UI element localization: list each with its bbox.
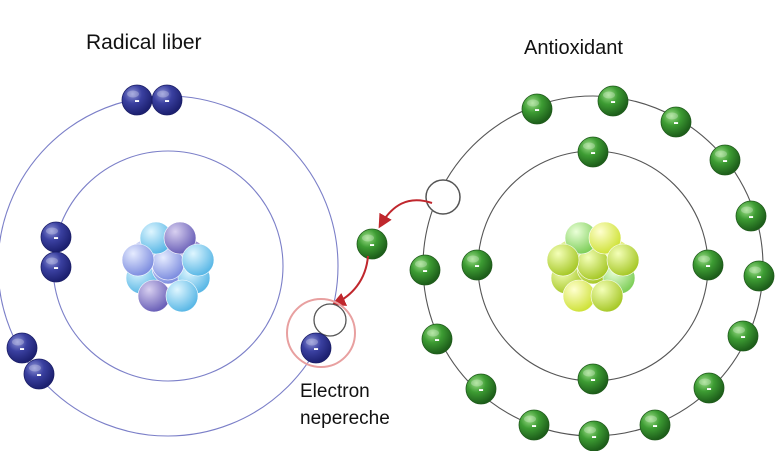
right-nucleus: [546, 221, 640, 313]
unpaired-electron-caption: Electron nepereche: [300, 378, 410, 432]
donate-arrow: [378, 199, 433, 229]
right-electron-18: -: [577, 363, 609, 395]
left-electron-4: -: [40, 251, 72, 283]
right-atom: - - - - - - - - - - - - - - - - - -: [409, 85, 775, 452]
right-electron-12: -: [465, 373, 497, 405]
electron-sign: -: [673, 114, 678, 131]
unpaired-electron: -: [300, 332, 332, 364]
electron-sign: -: [534, 101, 539, 118]
right-electron-1: -: [521, 93, 553, 125]
right-atom-title: Antioxidant: [524, 37, 623, 59]
nucleon: [588, 221, 622, 255]
right-electron-17: -: [692, 249, 724, 281]
nucleon: [562, 279, 596, 313]
right-electron-9: -: [639, 409, 671, 441]
electron-sign: -: [422, 262, 427, 279]
left-electron-6: -: [23, 358, 55, 390]
vacant-electron-slot: [425, 179, 461, 215]
electron-sign: -: [53, 229, 58, 246]
electron-sign: -: [19, 340, 24, 357]
electron-sign: -: [740, 328, 745, 345]
left-electron-1: -: [121, 84, 153, 116]
electron-sign: -: [756, 268, 761, 285]
electron-sign: -: [722, 152, 727, 169]
left-atom: ------: [0, 84, 339, 437]
unpaired-electron-ball: -: [300, 332, 332, 364]
free-electron: -: [356, 228, 388, 260]
right-electron-7: -: [727, 320, 759, 352]
unpaired-highlight-ring: [286, 298, 356, 368]
left-electron-2: -: [151, 84, 183, 116]
right-electron-2: -: [597, 85, 629, 117]
right-electron-15: -: [577, 136, 609, 168]
nucleon: [137, 279, 171, 313]
electron-sign: -: [652, 417, 657, 434]
nucleon: [546, 243, 580, 277]
right-electron-10: -: [578, 420, 610, 452]
electron-sign: -: [590, 144, 595, 161]
nucleon: [121, 243, 155, 277]
left-nucleus: [121, 221, 215, 313]
nucleon: [163, 221, 197, 255]
nucleon: [606, 243, 640, 277]
right-electron-14: -: [409, 254, 441, 286]
right-electron-3: -: [660, 106, 692, 138]
electron-sign: -: [313, 340, 318, 357]
left-electron-3: -: [40, 221, 72, 253]
electron-sign: -: [369, 236, 374, 253]
electron-sign: -: [590, 371, 595, 388]
electron-sign: -: [705, 257, 710, 274]
electron-sign: -: [748, 208, 753, 225]
nucleon: [590, 279, 624, 313]
right-electron-8: -: [693, 372, 725, 404]
left-electron-5: -: [6, 332, 38, 364]
electron-sign: -: [610, 93, 615, 110]
electron-sign: -: [164, 92, 169, 109]
electron-sign: -: [478, 381, 483, 398]
unpaired-empty-slot: [313, 303, 347, 337]
nucleon: [165, 279, 199, 313]
electron-sign: -: [706, 380, 711, 397]
right-electron-6: -: [743, 260, 775, 292]
neutralize-arrow: [331, 255, 369, 306]
right-electron-11: -: [518, 409, 550, 441]
right-electron-5: -: [735, 200, 767, 232]
electron-sign: -: [134, 92, 139, 109]
right-electron-4: -: [709, 144, 741, 176]
nucleon: [181, 243, 215, 277]
electron-sign: -: [474, 257, 479, 274]
left-atom-title: Radical liber: [86, 31, 202, 54]
caption-line-2: nepereche: [300, 408, 390, 429]
electron-sign: -: [36, 366, 41, 383]
electron-sign: -: [53, 259, 58, 276]
electron-sign: -: [531, 417, 536, 434]
free-electron-ball: -: [356, 228, 388, 260]
electron-sign: -: [434, 331, 439, 348]
right-electron-13: -: [421, 323, 453, 355]
caption-line-1: Electron: [300, 381, 370, 402]
left-electrons: ------: [6, 84, 183, 390]
electron-sign: -: [591, 428, 596, 445]
right-electron-16: -: [461, 249, 493, 281]
right-electrons: - - - - - - - - - - - - - - - - - -: [409, 85, 775, 452]
